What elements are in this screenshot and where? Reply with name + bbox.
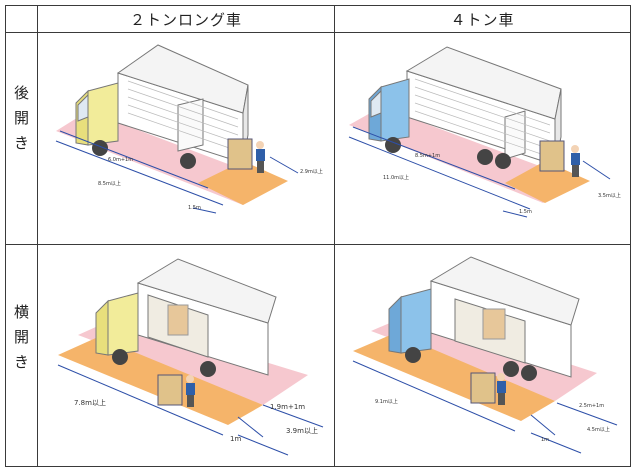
cargo-cart [470,372,496,404]
worker-legs [187,395,194,407]
row-label-rear: 後 開 き [5,32,38,245]
dim-rear-2t-total: 8.5m以上 [98,180,121,187]
corner-cell [5,5,38,33]
wheel [112,349,128,365]
worker-body [256,149,265,161]
cargo-cart [227,138,253,170]
panel-rear-2t: 6.0m+1m 8.5m以上 1.5m 2.9m以上 [37,32,335,245]
header-2t-long: ２トンロング車 [37,5,335,33]
work-zone-orange [198,161,288,205]
side-4t-illustration: 9.1m以上 2.5m+1m 1m 4.5m以上 [352,256,618,454]
cargo-boxes [482,308,506,340]
panel-side-2t: 7.8m以上 1.9m+1m 1m 3.9m以上 [37,244,335,467]
worker-legs [572,165,579,177]
header-2t-label: ２トンロング車 [129,11,242,29]
worker-body [186,383,195,395]
worker-body [571,153,580,165]
rear-4t-illustration: 8.5m+1m 11.0m以上 1.5m 3.5m以上 [348,46,621,218]
row-label-side-char-2: 開 [13,328,29,346]
dim-side-2t-width: 1.9m+1m [270,403,305,411]
worker-head [186,375,194,383]
dim-rear-4t-gap: 1.5m [519,209,532,215]
worker-head [497,373,505,381]
truck-cab-2t [107,292,139,356]
wheel [180,153,196,169]
row-label-side: 横 開 き [5,244,38,467]
truck-cab-front [95,299,109,356]
wheel [92,140,108,156]
dim-rear-4t-total: 11.0m以上 [383,174,409,181]
dim-side-2t-gap: 1m [230,435,241,443]
row-label-side-char-3: き [13,353,29,371]
dim-rear-4t-width: 3.5m以上 [598,192,621,199]
dim-side-4t-total: 9.1m以上 [375,398,398,405]
dim-side-4t-depth: 4.5m以上 [587,426,610,433]
worker-body [497,381,506,393]
cargo-box-top [136,258,277,324]
windshield [77,93,89,122]
dim-rear-4t-length: 8.5m+1m [415,153,440,159]
truck-cab-2t [87,82,119,146]
worker-legs [498,393,505,405]
dim-side-4t-width: 2.5m+1m [579,403,604,409]
windshield [370,89,382,118]
wheel [405,347,421,363]
worker-legs [257,161,264,173]
wheel [477,149,493,165]
side-2t-illustration: 7.8m以上 1.9m+1m 1m 3.9m以上 [57,258,324,456]
truck-cab-4t [400,288,432,354]
truck-cab-front [388,295,402,354]
dim-side-2t-depth: 3.9m以上 [286,426,318,435]
dim-side-4t-gap: 1m [541,437,549,443]
panel-side-4t: 9.1m以上 2.5m+1m 1m 4.5m以上 [334,244,631,467]
wheel [503,361,519,377]
work-zone-orange [505,161,590,203]
header-4t-label: ４トン車 [450,11,515,29]
wheel [521,365,537,381]
cargo-boxes [167,304,189,336]
worker-head [571,145,579,153]
cargo-cart [157,374,183,406]
panel-rear-4t: 8.5m+1m 11.0m以上 1.5m 3.5m以上 [334,32,631,245]
cargo-cart [539,140,565,172]
row-label-side-char-1: 横 [13,303,29,321]
row-label-rear-char-3: き [13,134,29,152]
dim-rear-2t-length: 6.0m+1m [108,157,133,163]
rear-door [177,98,204,152]
rear-2t-illustration: 6.0m+1m 8.5m以上 1.5m 2.9m以上 [55,44,323,214]
row-label-rear-char-1: 後 [13,84,29,102]
dim-rear-2t-width: 2.9m以上 [300,168,323,175]
wheel [385,137,401,153]
wheel [200,361,216,377]
cargo-box-top [429,256,580,326]
truck-cab-4t [380,78,410,142]
wheel [495,153,511,169]
header-4t: ４トン車 [334,5,631,33]
dim-rear-2t-gap: 1.5m [188,205,201,211]
worker-head [256,141,264,149]
dim-side-2t-total: 7.8m以上 [74,398,106,407]
row-label-rear-char-2: 開 [13,109,29,127]
